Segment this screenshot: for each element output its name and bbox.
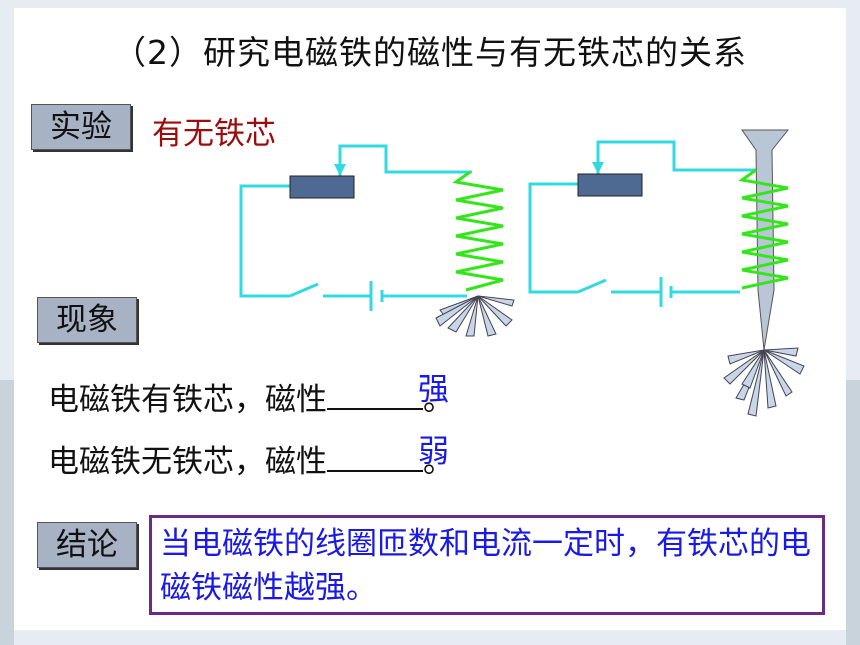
- conclusion-label: 结论: [37, 522, 137, 568]
- coil-left: [452, 170, 504, 292]
- experiment-subject: 有无铁芯: [152, 116, 276, 152]
- observation-end: 。: [423, 444, 454, 480]
- observation-end: 。: [423, 382, 454, 418]
- circuit-without-core: [239, 144, 472, 311]
- answer-blank: [327, 380, 423, 410]
- conclusion-box: 当电磁铁的线圈匝数和电流一定时，有铁芯的电磁铁磁性越强。: [149, 515, 825, 615]
- answer-strong: 强: [418, 372, 449, 408]
- experiment-label: 实验: [31, 104, 131, 150]
- observation-without-core: 电磁铁无铁芯，磁性 。: [48, 436, 454, 481]
- page-title: （2）研究电磁铁的磁性与有无铁芯的关系: [113, 33, 747, 72]
- phenomenon-label: 现象: [37, 297, 137, 343]
- observation-text: 电磁铁无铁芯，磁性: [48, 444, 327, 480]
- observation-text: 电磁铁有铁芯，磁性: [48, 382, 327, 418]
- observation-with-core: 电磁铁有铁芯，磁性 。: [48, 374, 454, 419]
- nails-right: [723, 347, 805, 417]
- rheostat-left: [289, 175, 355, 199]
- nails-left: [435, 295, 515, 337]
- circuit-with-core: [528, 140, 758, 307]
- iron-core: [741, 129, 790, 351]
- coil-right: [738, 168, 789, 290]
- answer-weak: 弱: [418, 434, 449, 470]
- rheostat-right: [577, 173, 643, 197]
- answer-blank: [327, 442, 423, 472]
